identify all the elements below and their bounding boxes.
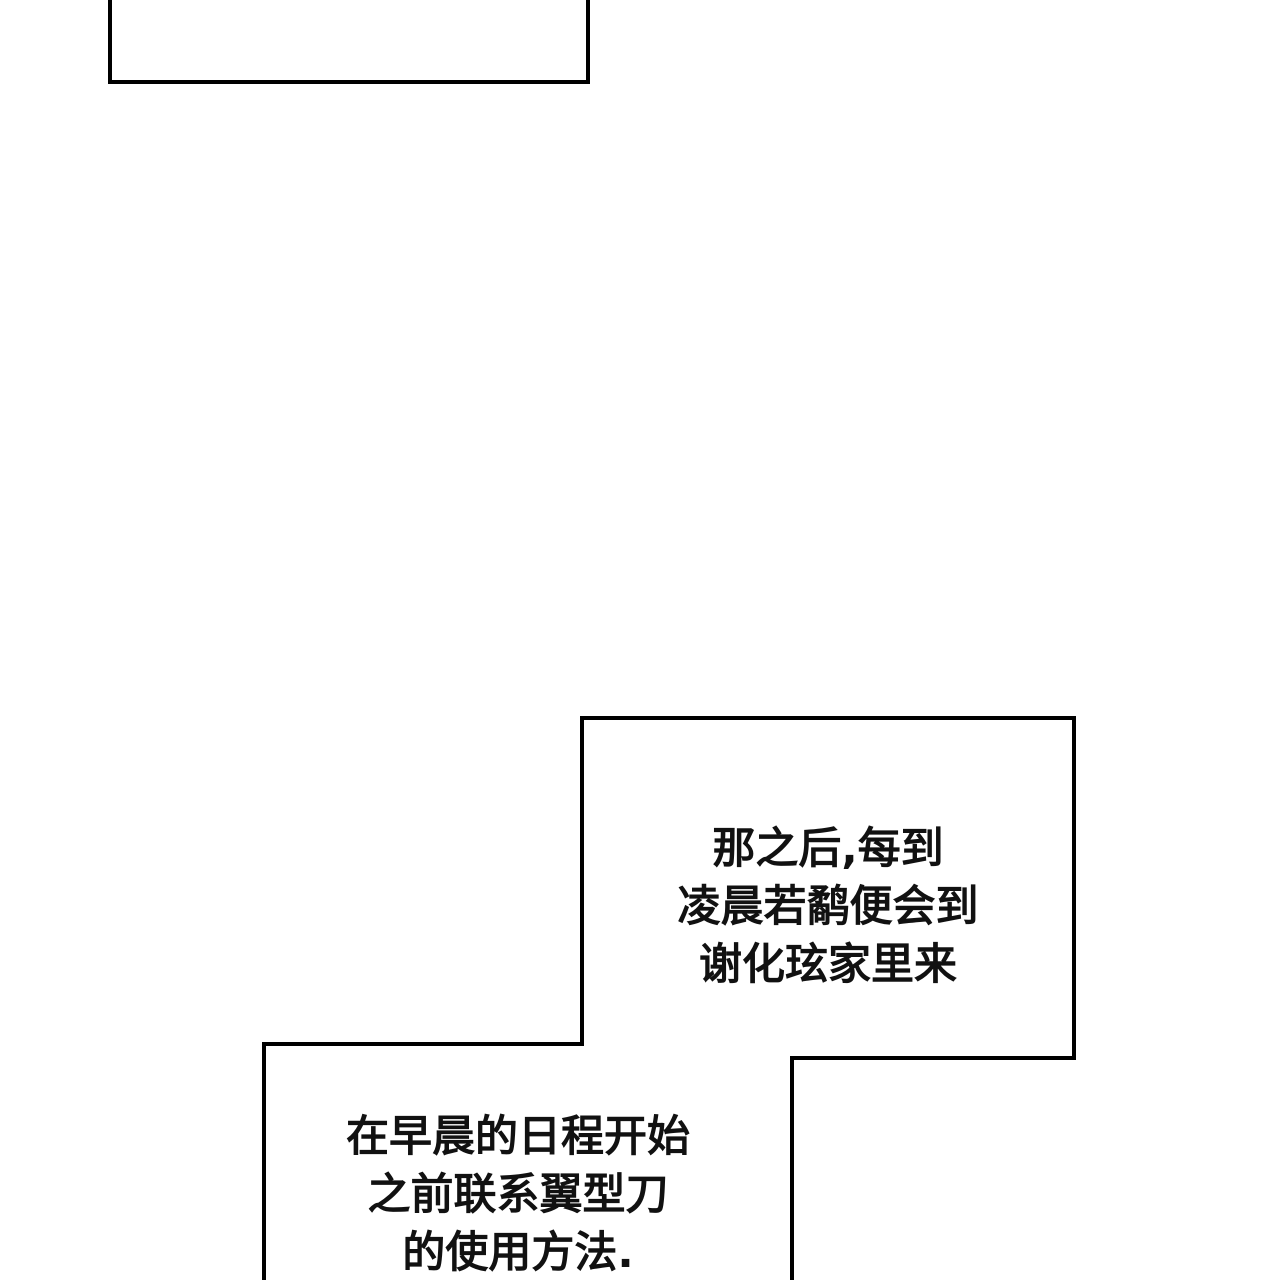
narration-line: 谢化玹家里来 [699,940,957,990]
lower-narration-text: 在早晨的日程开始 之前联系翼型刀 的使用方法. [280,1108,756,1282]
narration-line: 的使用方法. [402,1228,634,1278]
upper-narration-box [262,716,1076,1280]
narration-line: 在早晨的日程开始 [346,1112,690,1162]
upper-narration-text: 那之后,每到 凌晨若鹬便会到 谢化玹家里来 [600,820,1056,994]
narration-line: 之前联系翼型刀 [367,1170,669,1220]
narration-line: 那之后,每到 [712,824,944,874]
top-panel-frame [108,0,590,84]
narration-line: 凌晨若鹬便会到 [677,882,979,932]
